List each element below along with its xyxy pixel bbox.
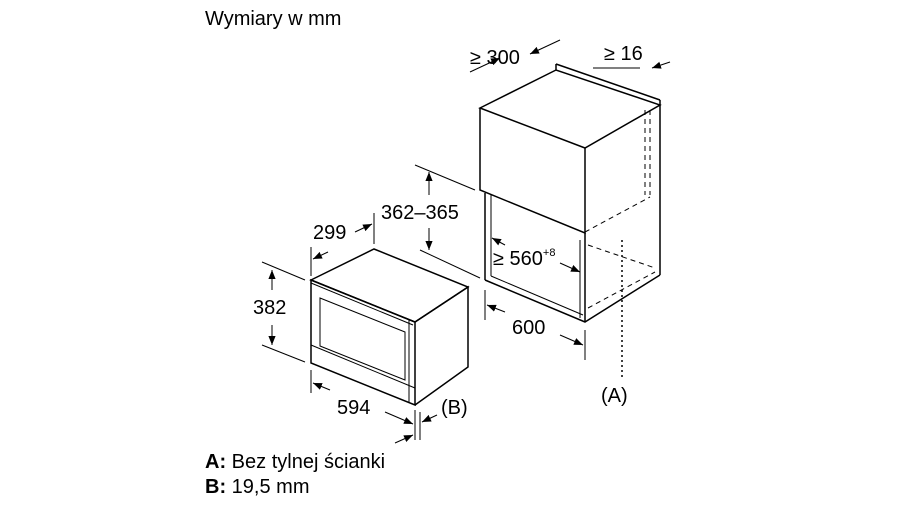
marker-b: (B): [441, 397, 468, 419]
legend-key: A:: [205, 451, 227, 473]
dim-device-height: 382: [253, 297, 287, 319]
dimension-lines: [261, 39, 671, 444]
diagram-title: Wymiary w mm: [205, 8, 342, 30]
dim-cabinet-depth: ≥ 300: [470, 47, 520, 69]
marker-a: (A): [601, 385, 628, 407]
dim-opening-width: ≥ 560+8: [493, 247, 556, 270]
dim-opening-height: 362–365: [381, 202, 459, 224]
dim-opening-width-value: ≥ 560: [493, 248, 543, 270]
legend-key: B:: [205, 476, 227, 498]
dim-opening-width-tolerance: +8: [542, 247, 556, 259]
legend-item-b: B: 19,5 mm: [205, 477, 309, 497]
dim-device-width: 594: [337, 397, 371, 419]
legend-text: Bez tylnej ścianki: [231, 451, 386, 473]
legend-item-a: A: Bez tylnej ścianki: [205, 452, 385, 472]
dim-device-depth: 299: [313, 222, 347, 244]
dim-gap: ≥ 16: [604, 43, 643, 65]
cabinet-drawing: [478, 63, 662, 380]
dim-cabinet-width: 600: [512, 317, 546, 339]
microwave-drawing: [309, 248, 470, 407]
legend-text: 19,5 mm: [231, 476, 310, 498]
